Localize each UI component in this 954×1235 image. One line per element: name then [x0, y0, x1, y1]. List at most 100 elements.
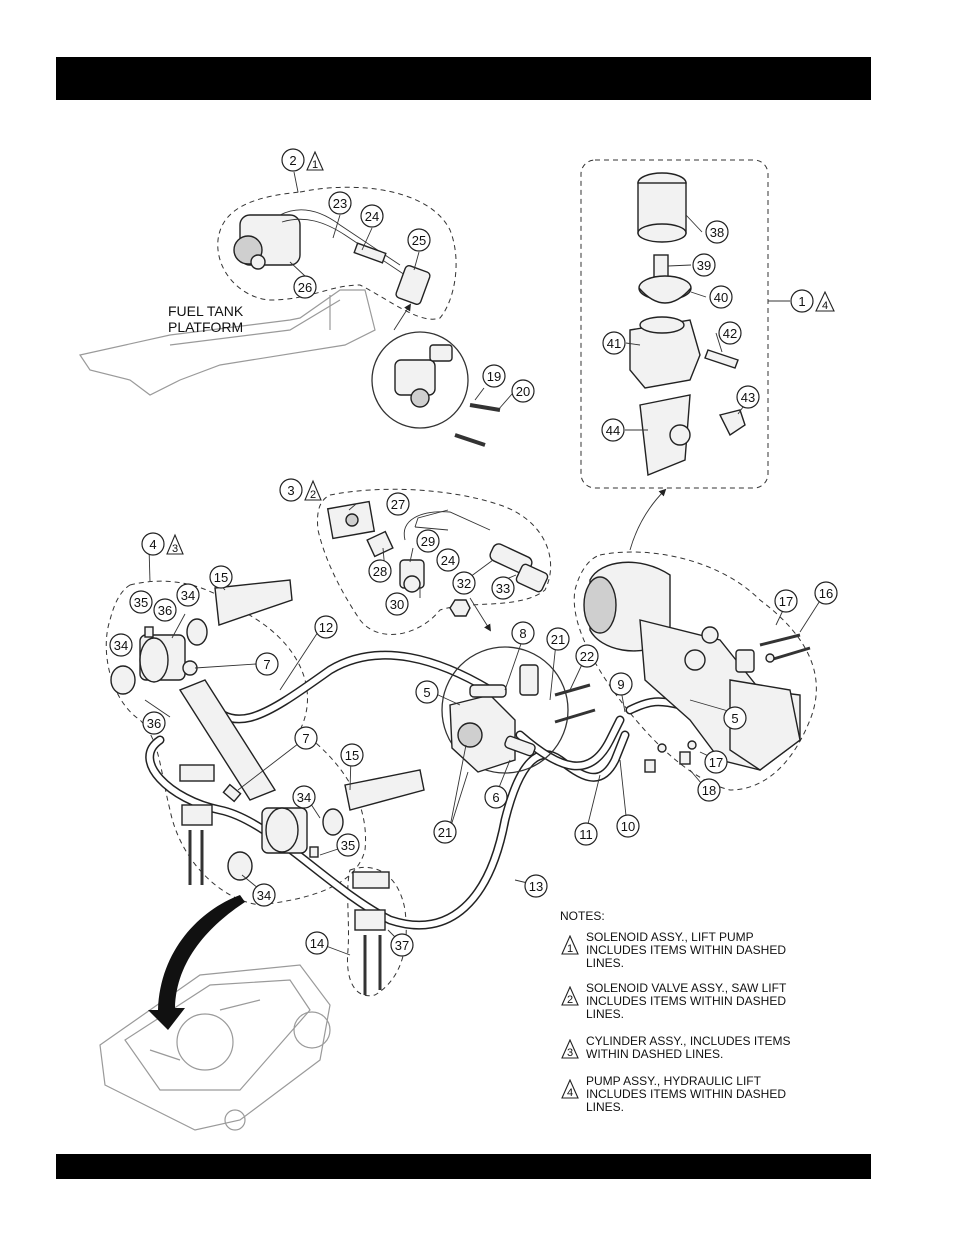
callout-7: 7 [255, 652, 279, 676]
callout-4: 4 [141, 532, 165, 556]
valve-block [449, 664, 539, 773]
svg-text:35: 35 [134, 595, 148, 610]
solenoid-detail [394, 344, 453, 408]
svg-text:19: 19 [487, 369, 501, 384]
callout-14: 14 [305, 931, 329, 955]
svg-text:29: 29 [421, 534, 435, 549]
pump-assembly-exploded [629, 172, 746, 476]
callout-15: 15 [209, 565, 233, 589]
callout-24-b: 24 [436, 548, 460, 572]
fuel-tank-label-line2: PLATFORM [168, 319, 243, 335]
callout-7-b: 7 [294, 726, 318, 750]
callout-6: 6 [484, 785, 508, 809]
svg-text:30: 30 [390, 597, 404, 612]
fuel-tank-platform-outline [79, 289, 376, 396]
svg-text:26: 26 [298, 280, 312, 295]
note-flag-2: 2 [561, 986, 579, 1006]
svg-text:4: 4 [149, 537, 156, 552]
svg-text:3: 3 [567, 1047, 573, 1059]
callout-28: 28 [368, 559, 392, 583]
note-item-3: 3 CYLINDER ASSY., INCLUDES ITEMS WITHIN … [560, 1035, 820, 1061]
svg-text:8: 8 [519, 626, 526, 641]
callout-36-b: 36 [142, 711, 166, 735]
callout-9: 9 [609, 672, 633, 696]
note-item-1: 1 SOLENOID ASSY., LIFT PUMP INCLUDES ITE… [560, 931, 820, 970]
svg-text:11: 11 [579, 827, 593, 842]
svg-text:40: 40 [714, 290, 728, 305]
callout-40: 40 [709, 285, 733, 309]
svg-text:34: 34 [181, 588, 195, 603]
note-flag-1: 1 [561, 935, 579, 955]
svg-text:1: 1 [312, 159, 318, 171]
pump-motor-assembly [583, 561, 801, 771]
note-1-line3: LINES. [586, 956, 625, 970]
svg-text:3: 3 [287, 483, 294, 498]
svg-text:23: 23 [333, 196, 347, 211]
svg-text:36: 36 [158, 603, 172, 618]
callout-26: 26 [293, 275, 317, 299]
callout-35: 35 [129, 590, 153, 614]
callout-10: 10 [616, 814, 640, 838]
callout-34: 34 [176, 583, 200, 607]
svg-text:13: 13 [529, 879, 543, 894]
callout-41: 41 [602, 331, 626, 355]
callout-15-b: 15 [340, 743, 364, 767]
svg-text:33: 33 [496, 581, 510, 596]
callout-19: 19 [482, 364, 506, 388]
svg-text:4: 4 [567, 1087, 573, 1099]
callout-8: 8 [511, 621, 535, 645]
note-1-line1: SOLENOID ASSY., LIFT PUMP [586, 930, 754, 944]
svg-text:10: 10 [621, 819, 635, 834]
callout-30: 30 [385, 592, 409, 616]
washers-bolts-17-18 [644, 653, 775, 773]
pump-motor-boundary [573, 551, 817, 791]
callout-17-b: 17 [704, 750, 728, 774]
note-2-line2: INCLUDES ITEMS WITHIN DASHED [586, 994, 787, 1008]
svg-text:24: 24 [365, 209, 379, 224]
svg-text:17: 17 [709, 755, 723, 770]
leader-lines [144, 171, 824, 956]
svg-text:4: 4 [822, 300, 828, 312]
lift-pump-solenoid [233, 209, 431, 305]
svg-text:2: 2 [567, 994, 573, 1006]
svg-text:39: 39 [697, 258, 711, 273]
svg-text:1: 1 [567, 943, 573, 955]
svg-text:34: 34 [297, 790, 311, 805]
callout-13: 13 [524, 874, 548, 898]
solenoid-assy-lift-pump-boundary [217, 186, 457, 320]
svg-text:2: 2 [289, 153, 296, 168]
svg-text:20: 20 [516, 384, 530, 399]
callout-11: 11 [574, 822, 598, 846]
svg-text:15: 15 [214, 570, 228, 585]
callout-29: 29 [416, 529, 440, 553]
svg-text:41: 41 [607, 336, 621, 351]
callout-1: 1 [790, 289, 814, 313]
svg-text:7: 7 [263, 657, 270, 672]
svg-text:35: 35 [341, 838, 355, 853]
note-4-line2: INCLUDES ITEMS WITHIN DASHED [586, 1087, 787, 1101]
callout-23: 23 [328, 191, 352, 215]
svg-text:25: 25 [412, 233, 426, 248]
svg-text:5: 5 [731, 711, 738, 726]
saw-frame-outline [99, 964, 331, 1131]
svg-text:27: 27 [391, 497, 405, 512]
svg-text:3: 3 [172, 543, 178, 555]
note-3-line2: WITHIN DASHED LINES. [586, 1047, 724, 1061]
svg-text:34: 34 [257, 888, 271, 903]
note-3-line1: CYLINDER ASSY., INCLUDES ITEMS [586, 1034, 791, 1048]
location-arrow [148, 895, 245, 1030]
callout-43: 43 [736, 385, 760, 409]
note-flag-3: 3 [561, 1039, 579, 1059]
svg-text:5: 5 [423, 685, 430, 700]
svg-text:43: 43 [741, 390, 755, 405]
note-4-line1: PUMP ASSY., HYDRAULIC LIFT [586, 1074, 761, 1088]
callout-34-b: 34 [109, 633, 133, 657]
note-1-line2: INCLUDES ITEMS WITHIN DASHED [586, 943, 787, 957]
svg-text:21: 21 [551, 632, 565, 647]
callout-17: 17 [774, 589, 798, 613]
svg-text:32: 32 [457, 576, 471, 591]
callout-39: 39 [692, 253, 716, 277]
notes-legend: NOTES: 1 SOLENOID ASSY., LIFT PUMP INCLU… [560, 910, 820, 1126]
callout-16: 16 [814, 581, 838, 605]
part-callouts: 2 23 24 25 26 19 20 38 39 40 41 42 43 44… [109, 148, 838, 957]
